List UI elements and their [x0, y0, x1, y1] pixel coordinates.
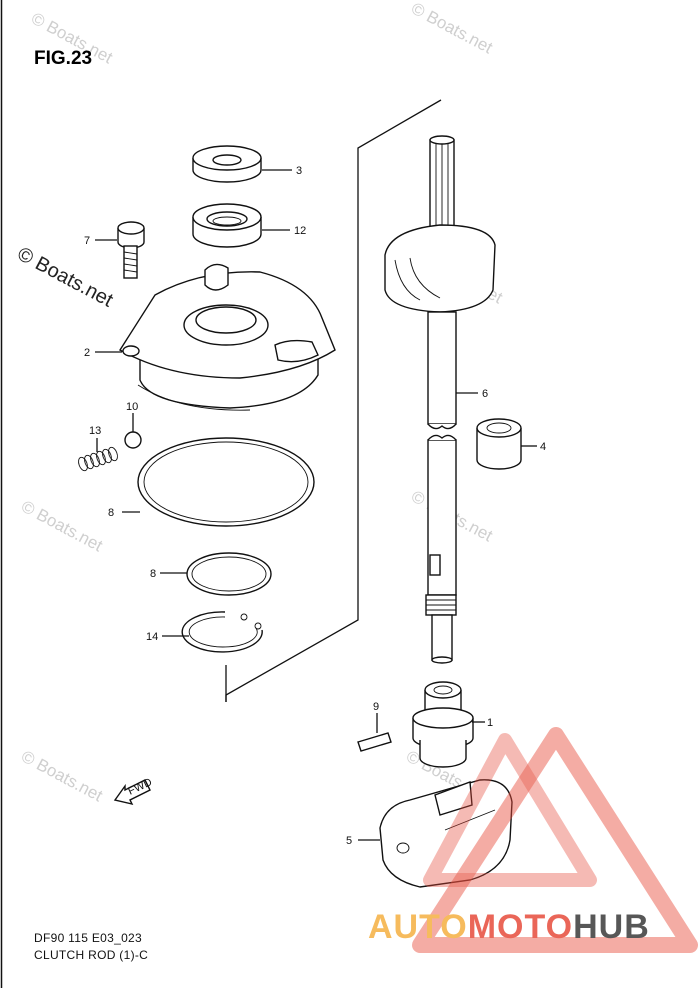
part-14-circlip	[181, 611, 263, 653]
part-13-spring	[78, 446, 118, 472]
watermark-primary: © Boats.net	[14, 243, 117, 312]
watermark-text: © Boats.net	[408, 0, 496, 57]
part-5-cam	[379, 779, 513, 888]
fwd-arrow-marker: FWD	[113, 776, 154, 806]
part-2-housing	[119, 263, 336, 411]
part-number-1: 1	[487, 717, 493, 729]
part-number-7: 7	[84, 235, 90, 247]
part-3-washer	[192, 145, 262, 183]
brand-part-hub: HUB	[573, 908, 650, 946]
part-number-2: 2	[84, 347, 90, 359]
part-number-13: 13	[89, 425, 101, 437]
part-8-ring	[186, 552, 272, 596]
part-12-oil-seal	[192, 203, 262, 248]
part-number-10: 10	[126, 401, 138, 413]
part-7-bolt	[117, 221, 145, 279]
part-number-12: 12	[294, 225, 306, 237]
part-number-8: 8	[150, 568, 156, 580]
part-number-14: 14	[146, 631, 158, 643]
watermark-text: © Boats.net	[18, 497, 106, 556]
part-10-ball	[124, 431, 142, 449]
brand-part-moto: MOTO	[468, 908, 573, 946]
part-number-4: 4	[540, 441, 546, 453]
part-11-o-ring	[137, 437, 315, 527]
part-1-coupling	[412, 681, 474, 768]
figure-title: FIG.23	[34, 48, 92, 69]
part-number-11: 8	[108, 507, 114, 519]
diagram-code: DF90 115 E03_023	[34, 931, 142, 945]
part-number-3: 3	[296, 165, 302, 177]
watermark-text: © Boats.net	[18, 747, 106, 806]
automotohub-logo: AUTOMOTOHUB	[368, 727, 698, 953]
brand-part-auto: AUTO	[368, 908, 468, 946]
brand-text-auto: AUTOMOTOHUB	[368, 908, 650, 946]
part-9-pin	[357, 732, 392, 752]
diagram-name: CLUTCH ROD (1)-C	[34, 948, 148, 962]
part-4-bushing	[476, 418, 522, 470]
part-6-clutch-rod	[384, 135, 496, 664]
part-number-5: 5	[346, 835, 352, 847]
part-number-9: 9	[373, 701, 379, 713]
part-number-6: 6	[482, 388, 488, 400]
